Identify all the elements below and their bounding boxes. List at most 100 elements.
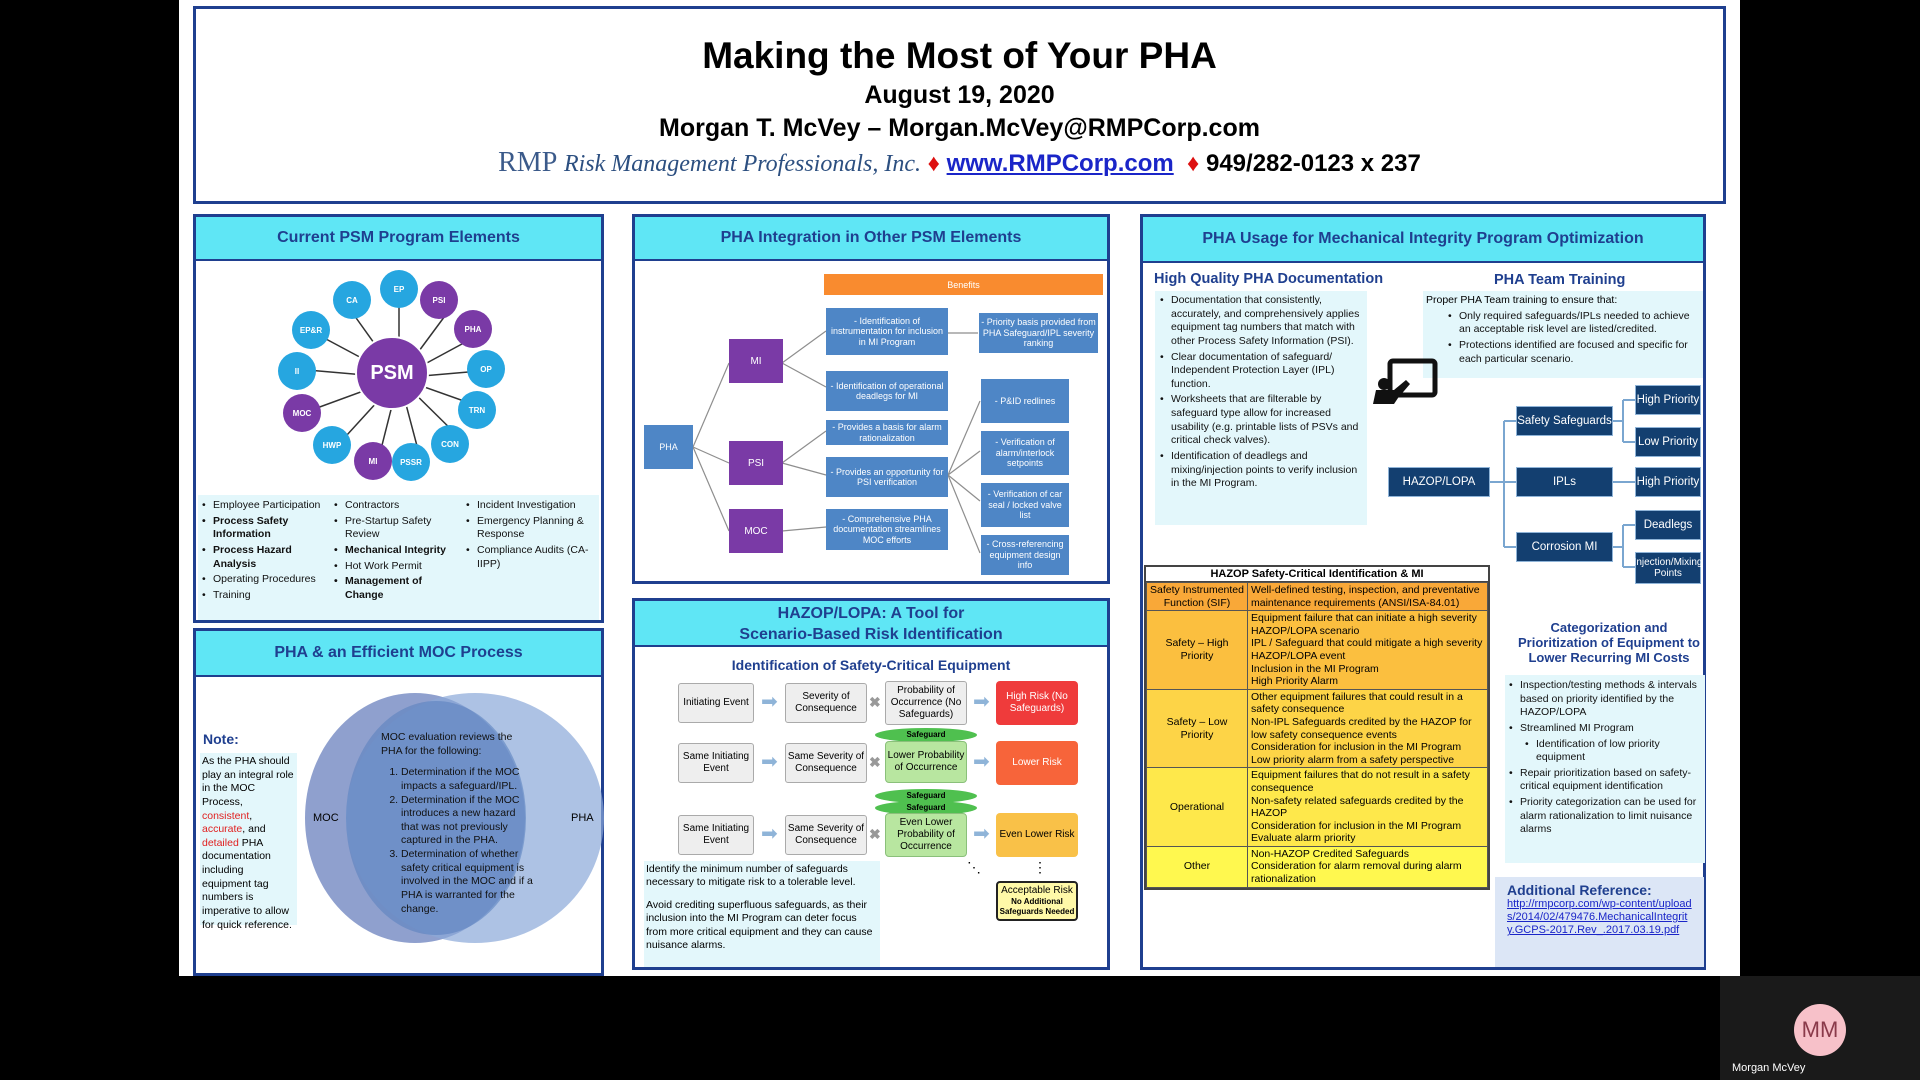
poster-company-line: RMP Risk Management Professionals, Inc. … (196, 147, 1723, 179)
mi-panel-title: PHA Usage for Mechanical Integrity Progr… (1143, 217, 1703, 263)
hazop-mi-table: HAZOP Safety-Critical Identification & M… (1144, 565, 1490, 890)
list-item: Mechanical Integrity (334, 544, 459, 558)
note-label: Note: (203, 731, 239, 747)
hazop-mi-table-body: Safety Instrumented Function (SIF) Well-… (1146, 581, 1488, 888)
table-cell: Equipment failure that can initiate a hi… (1247, 610, 1488, 690)
tree-safety-safeguards: Safety Safeguards (1516, 406, 1613, 436)
additional-reference-box: Additional Reference: http://rmpcorp.com… (1495, 877, 1704, 967)
table-cell: Operational (1146, 767, 1248, 847)
integ-node-moc: MOC (729, 509, 783, 553)
list-item: Documentation that consistently, accurat… (1160, 294, 1364, 349)
mi-tree-connectors (1490, 399, 1635, 568)
continuation-diagonal: ⋱ (967, 859, 981, 875)
tree-high-priority: High Priority (1635, 467, 1701, 497)
phone-number: 949/282-0123 x 237 (1205, 150, 1421, 177)
list-item: Only required safeguards/IPLs needed to … (1448, 310, 1700, 337)
reference-title: Additional Reference: (1507, 882, 1652, 898)
psm-node-trn: TRN (458, 391, 496, 429)
psm-node-con: CON (431, 425, 469, 463)
risk-lower: Lower Risk (996, 741, 1078, 785)
benefit-box: - Provides a basis for alarm rationaliza… (826, 420, 948, 445)
list-item: Contractors (334, 499, 459, 513)
diamond-icon: ♦ (1180, 150, 1200, 177)
multiply-icon: ✖ (869, 754, 881, 770)
table-cell: Safety – High Priority (1146, 610, 1248, 690)
tree-injection-points: Injection/Mixing Points (1634, 552, 1702, 584)
list-item: Inspection/testing methods & intervals b… (1509, 679, 1701, 720)
psm-list-col2: Contractors Pre-Startup Safety Review Me… (334, 499, 459, 604)
list-item: Process Safety Information (202, 515, 332, 542)
multiply-icon: ✖ (869, 826, 881, 842)
venn-overlap (346, 701, 526, 935)
table-cell: Equipment failures that do not result in… (1247, 767, 1488, 847)
hazop-panel-title: HAZOP/LOPA: A Tool for Scenario-Based Ri… (635, 601, 1107, 647)
benefit-box: - Identification of instrumentation for … (826, 308, 948, 355)
list-item: Hot Work Permit (334, 560, 459, 574)
table-row: Safety – Low Priority Other equipment fa… (1146, 688, 1488, 769)
list-item: Training (202, 589, 332, 603)
table-title: HAZOP Safety-Critical Identification & M… (1146, 567, 1488, 582)
integration-panel: PHA Integration in Other PSM Elements Be… (632, 214, 1110, 584)
list-item: Priority categorization can be used for … (1509, 796, 1701, 837)
scenario-severity: Same Severity of Consequence (785, 743, 867, 783)
note-text: As the PHA should play an integral role … (200, 753, 297, 931)
risk-high: High Risk (No Safeguards) (996, 681, 1078, 725)
scenario-probability: Even Lower Probability of Occurrence (885, 813, 967, 857)
venn-label-pha: PHA (571, 812, 594, 824)
scenario-severity: Severity of Consequence (785, 683, 867, 723)
continuation-dots: ⋮ (1033, 859, 1047, 875)
tree-corrosion-mi: Corrosion MI (1516, 532, 1613, 562)
list-item: Repair prioritization based on safety-cr… (1509, 767, 1701, 794)
moc-panel: PHA & an Efficient MOC Process Note: As … (193, 628, 604, 976)
moc-review-text: MOC evaluation reviews the PHA for the f… (381, 731, 533, 916)
tree-low-priority: Low Priority (1635, 427, 1701, 457)
table-cell: Other equipment failures that could resu… (1247, 688, 1488, 769)
poster-title: Making the Most of Your PHA (702, 35, 1217, 76)
benefit-box: - Provides an opportunity for PSI verifi… (826, 457, 948, 497)
participant-name: Morgan McVey (1732, 1062, 1806, 1074)
benefit-box: - Priority basis provided from PHA Safeg… (979, 313, 1098, 353)
list-item: Process Hazard Analysis (202, 544, 332, 571)
psm-node-pssr: PSSR (392, 443, 430, 481)
benefit-box: - Cross-referencing equipment design inf… (981, 535, 1069, 575)
table-cell: Safety Instrumented Function (SIF) (1146, 581, 1248, 612)
categorization-box: Inspection/testing methods & intervals b… (1505, 675, 1705, 863)
shared-screen-poster: Making the Most of Your PHA August 19, 2… (179, 0, 1740, 976)
psm-panel-title: Current PSM Program Elements (196, 217, 601, 261)
tree-hazop-lopa: HAZOP/LOPA (1388, 467, 1490, 497)
website-link[interactable]: www.RMPCorp.com (946, 150, 1174, 177)
psm-list-col3: Incident Investigation Emergency Plannin… (466, 499, 598, 573)
psm-node-mi: MI (354, 442, 392, 480)
arrow-right-icon: ➡ (973, 823, 990, 845)
arrow-right-icon: ➡ (973, 751, 990, 773)
scenario-severity: Same Severity of Consequence (785, 815, 867, 855)
list-item: Protections identified are focused and s… (1448, 339, 1700, 366)
psm-node-hwp: HWP (313, 426, 351, 464)
team-training-title: PHA Team Training (1494, 272, 1626, 288)
moc-panel-title: PHA & an Efficient MOC Process (196, 631, 601, 677)
scenario-probability: Lower Probability of Occurrence (885, 741, 967, 783)
table-row: Safety – High Priority Equipment failure… (1146, 610, 1488, 690)
psm-elements-panel: Current PSM Program Elements PSM EP PSI … (193, 214, 604, 623)
hq-doc-box: Documentation that consistently, accurat… (1155, 291, 1367, 525)
benefit-box: - Comprehensive PHA documentation stream… (826, 509, 948, 550)
list-item: Determination if the MOC impacts a safeg… (401, 766, 533, 793)
arrow-right-icon: ➡ (761, 751, 778, 773)
poster-date: August 19, 2020 (864, 81, 1055, 109)
safeguard-pill: Safeguard (875, 789, 977, 803)
psm-center-circle: PSM (355, 336, 429, 410)
table-cell: Safety – Low Priority (1146, 688, 1248, 769)
reference-link[interactable]: http://rmpcorp.com/wp-content/uploads/20… (1507, 898, 1692, 937)
arrow-right-icon: ➡ (761, 823, 778, 845)
poster-author: Morgan T. McVey – Morgan.McVey@RMPCorp.c… (659, 114, 1260, 142)
psm-node-psi: PSI (420, 281, 458, 319)
safeguard-pill: Safeguard (875, 801, 977, 815)
arrow-right-icon: ➡ (761, 691, 778, 713)
psm-node-moc: MOC (283, 394, 321, 432)
list-item: Determination if the MOC introduces a ne… (401, 794, 533, 849)
multiply-icon: ✖ (869, 694, 881, 710)
benefit-box: - Verification of car seal / locked valv… (981, 483, 1069, 527)
participant-tile[interactable]: MM Morgan McVey (1720, 976, 1920, 1080)
